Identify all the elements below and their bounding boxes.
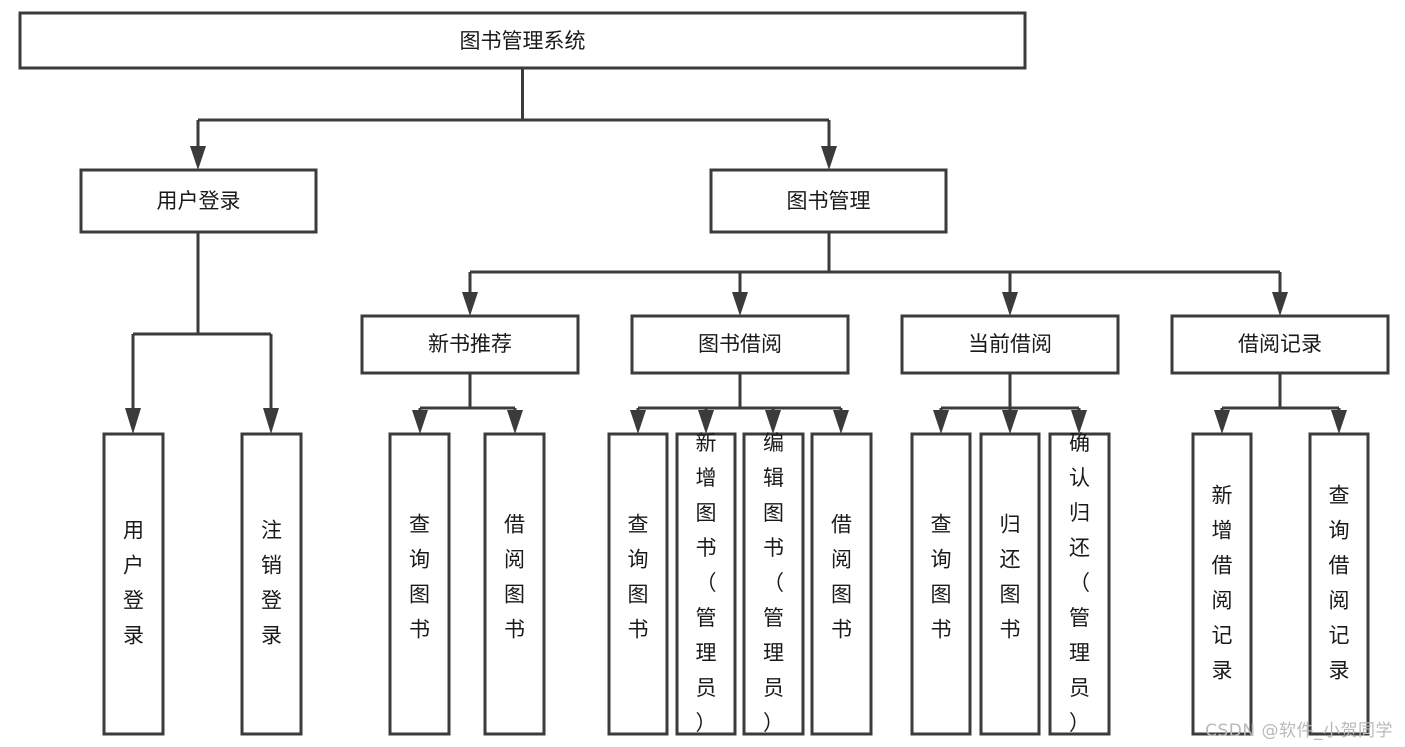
node-current-borrow[interactable]: 当前借阅 <box>900 314 1120 375</box>
node-leaf-user-login-label: 用户登录 <box>123 519 144 648</box>
node-new-book-recommend-box[interactable] <box>360 314 580 375</box>
node-borrow-record[interactable]: 借阅记录 <box>1170 314 1390 375</box>
node-new-book-recommend-label: 新书推荐 <box>428 332 512 356</box>
node-leaf-borrow-book-1-box[interactable] <box>483 432 546 736</box>
arrow-head-icon <box>698 410 714 434</box>
node-leaf-query-record-box[interactable] <box>1308 432 1370 736</box>
node-leaf-query-book-2[interactable]: 查询图书 <box>607 432 669 736</box>
node-leaf-edit-book[interactable]: 编辑图书（管理员） <box>742 431 805 736</box>
arrow-head-icon <box>1071 410 1087 434</box>
node-leaf-confirm-return-box[interactable] <box>1048 432 1111 736</box>
arrow-head-icon <box>507 410 523 434</box>
arrow-head-icon <box>412 410 428 434</box>
connector-group-root <box>190 68 837 170</box>
connector-group-borrow-record <box>1214 373 1347 434</box>
arrow-head-icon <box>821 146 837 170</box>
arrow-head-icon <box>833 410 849 434</box>
node-leaf-add-record-label: 新增借阅记录 <box>1212 484 1233 683</box>
connector-group-user-login <box>125 232 279 434</box>
connector-group-book-management <box>462 232 1288 316</box>
node-root-label: 图书管理系统 <box>460 29 586 53</box>
node-leaf-logout-login-label: 注销登录 <box>261 519 282 648</box>
arrow-head-icon <box>1331 410 1347 434</box>
node-book-management-label: 图书管理 <box>787 189 871 213</box>
node-leaf-return-book[interactable]: 归还图书 <box>979 432 1041 736</box>
node-leaf-query-book-3-label: 查询图书 <box>931 513 952 642</box>
node-leaf-edit-book-label: 编辑图书（管理员） <box>763 431 784 735</box>
arrow-head-icon <box>630 410 646 434</box>
node-new-book-recommend[interactable]: 新书推荐 <box>360 314 580 375</box>
arrow-head-icon <box>1002 292 1018 316</box>
node-leaf-add-record[interactable]: 新增借阅记录 <box>1191 432 1253 736</box>
arrow-head-icon <box>462 292 478 316</box>
node-leaf-return-book-box[interactable] <box>979 432 1041 736</box>
node-leaf-user-login[interactable]: 用户登录 <box>102 432 165 736</box>
arrow-head-icon <box>732 292 748 316</box>
node-current-borrow-label: 当前借阅 <box>968 332 1052 356</box>
connector-group-new-book-recommend <box>412 373 523 434</box>
node-leaf-query-book-1[interactable]: 查询图书 <box>388 432 451 736</box>
node-leaf-return-book-label: 归还图书 <box>1000 513 1021 642</box>
arrow-head-icon <box>1272 292 1288 316</box>
node-leaf-add-record-box[interactable] <box>1191 432 1253 736</box>
arrow-head-icon <box>1214 410 1230 434</box>
node-root-box[interactable] <box>18 11 1027 70</box>
node-leaf-user-login-box[interactable] <box>102 432 165 736</box>
node-leaf-add-book-box[interactable] <box>675 432 737 736</box>
arrow-head-icon <box>765 410 781 434</box>
node-leaf-query-book-2-label: 查询图书 <box>628 513 649 642</box>
node-book-borrow-label: 图书借阅 <box>698 332 782 356</box>
node-leaf-borrow-book-1[interactable]: 借阅图书 <box>483 432 546 736</box>
node-leaf-query-book-3[interactable]: 查询图书 <box>910 432 972 736</box>
node-book-management-box[interactable] <box>709 168 948 234</box>
node-leaf-borrow-book-2-box[interactable] <box>810 432 873 736</box>
arrow-head-icon <box>933 410 949 434</box>
csdn-watermark: CSDN @软件_小贺同学 <box>1205 721 1393 741</box>
node-leaf-confirm-return[interactable]: 确认归还（管理员） <box>1048 431 1111 736</box>
node-user-login[interactable]: 用户登录 <box>79 168 318 234</box>
node-book-borrow[interactable]: 图书借阅 <box>630 314 850 375</box>
node-root[interactable]: 图书管理系统 <box>18 11 1027 70</box>
node-leaf-query-record-label: 查询借阅记录 <box>1329 484 1350 683</box>
node-leaf-confirm-return-label: 确认归还（管理员） <box>1069 431 1090 735</box>
node-leaf-add-book[interactable]: 新增图书（管理员） <box>675 431 737 736</box>
node-user-login-box[interactable] <box>79 168 318 234</box>
node-leaf-logout-login-box[interactable] <box>240 432 303 736</box>
node-book-borrow-box[interactable] <box>630 314 850 375</box>
node-leaf-borrow-book-2-label: 借阅图书 <box>831 513 852 642</box>
node-leaf-query-record[interactable]: 查询借阅记录 <box>1308 432 1370 736</box>
node-leaf-borrow-book-2[interactable]: 借阅图书 <box>810 432 873 736</box>
node-leaf-query-book-1-label: 查询图书 <box>409 513 430 642</box>
node-leaf-edit-book-box[interactable] <box>742 432 805 736</box>
node-current-borrow-box[interactable] <box>900 314 1120 375</box>
node-user-login-label: 用户登录 <box>157 189 241 213</box>
connector-group-current-borrow <box>933 373 1087 434</box>
node-leaf-query-book-3-box[interactable] <box>910 432 972 736</box>
arrow-head-icon <box>1002 410 1018 434</box>
connector-group-book-borrow <box>630 373 849 434</box>
node-leaf-logout-login[interactable]: 注销登录 <box>240 432 303 736</box>
node-leaf-query-book-2-box[interactable] <box>607 432 669 736</box>
node-leaf-add-book-label: 新增图书（管理员） <box>696 431 717 735</box>
node-borrow-record-box[interactable] <box>1170 314 1390 375</box>
arrow-head-icon <box>190 146 206 170</box>
arrow-head-icon <box>125 408 141 434</box>
node-book-management[interactable]: 图书管理 <box>709 168 948 234</box>
node-leaf-borrow-book-1-label: 借阅图书 <box>504 513 525 642</box>
node-borrow-record-label: 借阅记录 <box>1238 332 1322 356</box>
node-leaf-query-book-1-box[interactable] <box>388 432 451 736</box>
arrow-head-icon <box>263 408 279 434</box>
